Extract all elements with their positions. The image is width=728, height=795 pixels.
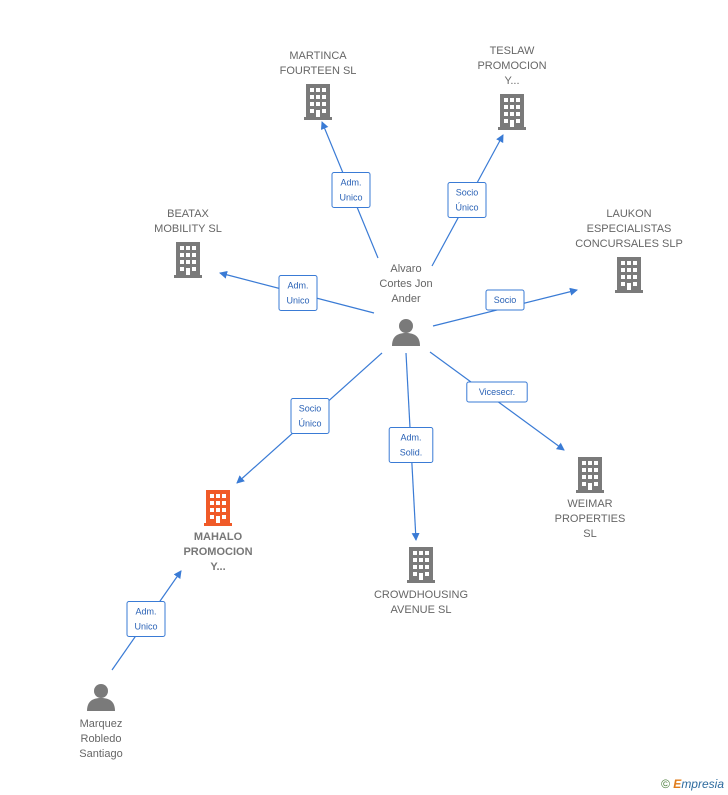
relation-label: Socio [456,188,479,198]
node-label: Cortes Jon [379,278,432,290]
relation-label-box [278,275,318,311]
edge-alvaro-crowd: Adm. Solid. [388,352,434,541]
relation-label-box [485,289,525,311]
node-label: Robledo [81,733,122,745]
node-label: PROPERTIES [555,513,626,525]
relation-label: Unico [339,193,362,203]
relation-label-box [290,398,330,434]
node-crowd[interactable]: CROWDHOUSING AVENUE SL [374,547,468,616]
node-label: Y... [210,561,225,573]
edge-alvaro-martinca: Adm. Unico [320,121,379,259]
node-label: MOBILITY SL [154,223,222,235]
relation-label: Único [455,203,478,213]
node-label: MAHALO [194,531,243,543]
node-label: CROWDHOUSING [374,589,468,601]
relation-label: Adm. [340,178,361,188]
node-label: Marquez [80,718,123,730]
building-icon [204,490,232,526]
copyright-symbol: © [661,777,670,791]
relation-label: Vicesecr. [479,387,515,397]
node-label: BEATAX [167,208,209,220]
person-icon [392,319,420,346]
building-icon [174,242,202,278]
node-label: TESLAW [490,45,535,57]
relation-label-box [388,427,434,463]
edge-alvaro-beatax: Adm. Unico [219,270,375,314]
node-label: AVENUE SL [391,604,452,616]
building-icon [615,257,643,293]
relation-label: Socio [494,295,517,305]
relation-label: Único [298,419,321,429]
building-icon [304,84,332,120]
node-label: MARTINCA [289,50,347,62]
edge-alvaro-weimar: Vicesecr. [429,351,565,451]
relation-label-box [447,182,487,218]
relation-label-box [331,172,371,208]
node-label: Ander [391,293,421,305]
building-icon [576,457,604,493]
node-weimar[interactable]: WEIMAR PROPERTIES SL [555,457,626,540]
node-mahalo[interactable]: MAHALO PROMOCION Y... [183,490,253,573]
node-label: Y... [504,75,519,87]
node-label: WEIMAR [567,498,612,510]
relation-label: Adm. [287,281,308,291]
building-icon [407,547,435,583]
relation-label: Unico [286,296,309,306]
relation-label: Socio [299,404,322,414]
node-label: Santiago [79,748,122,760]
node-label: PROMOCION [477,60,546,72]
brand-name: mpresia [681,777,724,791]
relation-label-box [126,601,166,637]
node-label: PROMOCION [183,546,252,558]
relation-label: Adm. [400,433,421,443]
node-beatax[interactable]: BEATAX MOBILITY SL [154,208,222,278]
node-label: Alvaro [390,263,421,275]
person-icon [87,684,115,711]
relation-label: Adm. [135,607,156,617]
edge-alvaro-laukon: Socio [432,287,578,327]
edge-marquez-mahalo: Adm. Unico [111,570,182,671]
node-laukon[interactable]: LAUKON ESPECIALISTAS CONCURSALES SLP [575,208,683,293]
watermark: © Empresia [661,777,724,791]
node-teslaw[interactable]: TESLAW PROMOCION Y... [477,45,547,130]
node-label: ESPECIALISTAS [587,223,672,235]
relation-label: Solid. [400,448,423,458]
node-label: CONCURSALES SLP [575,238,683,250]
node-label: SL [583,528,596,540]
brand-logo-e: E [673,777,682,791]
relation-label-box [466,381,528,403]
node-martinca[interactable]: MARTINCA FOURTEEN SL [280,50,357,120]
building-icon [498,94,526,130]
node-label: FOURTEEN SL [280,65,357,77]
relation-label: Unico [134,622,157,632]
node-label: LAUKON [606,208,651,220]
